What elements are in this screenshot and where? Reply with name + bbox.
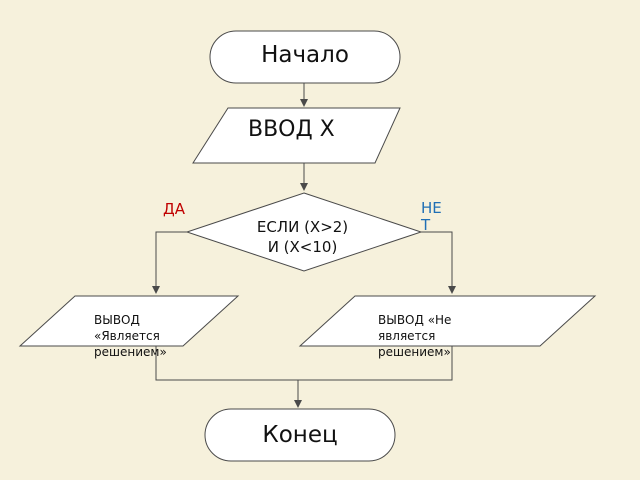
- yes-branch-label: ДА: [163, 200, 185, 218]
- output-yes-label: ВЫВОД «Является решением»: [94, 313, 167, 359]
- start-label: Начало: [261, 42, 349, 68]
- connector-yes-branch: [152, 231, 187, 294]
- connector-no-branch: [421, 231, 456, 294]
- connector-merge: [155, 346, 453, 381]
- condition-label: ЕСЛИ (Х>2) И (Х<10): [256, 218, 349, 256]
- end-label: Конец: [262, 422, 338, 448]
- output-yes-parallelogram: [18, 295, 240, 347]
- input-parallelogram: [192, 107, 401, 164]
- output-no-parallelogram: [298, 295, 597, 347]
- input-label: ВВОД Х: [248, 117, 335, 142]
- end-terminal: [204, 408, 396, 462]
- condition-diamond: [185, 192, 423, 272]
- start-terminal: [209, 30, 401, 84]
- output-no-label: ВЫВОД «Не является решением»: [378, 313, 452, 359]
- no-branch-label: НЕТ: [421, 199, 442, 234]
